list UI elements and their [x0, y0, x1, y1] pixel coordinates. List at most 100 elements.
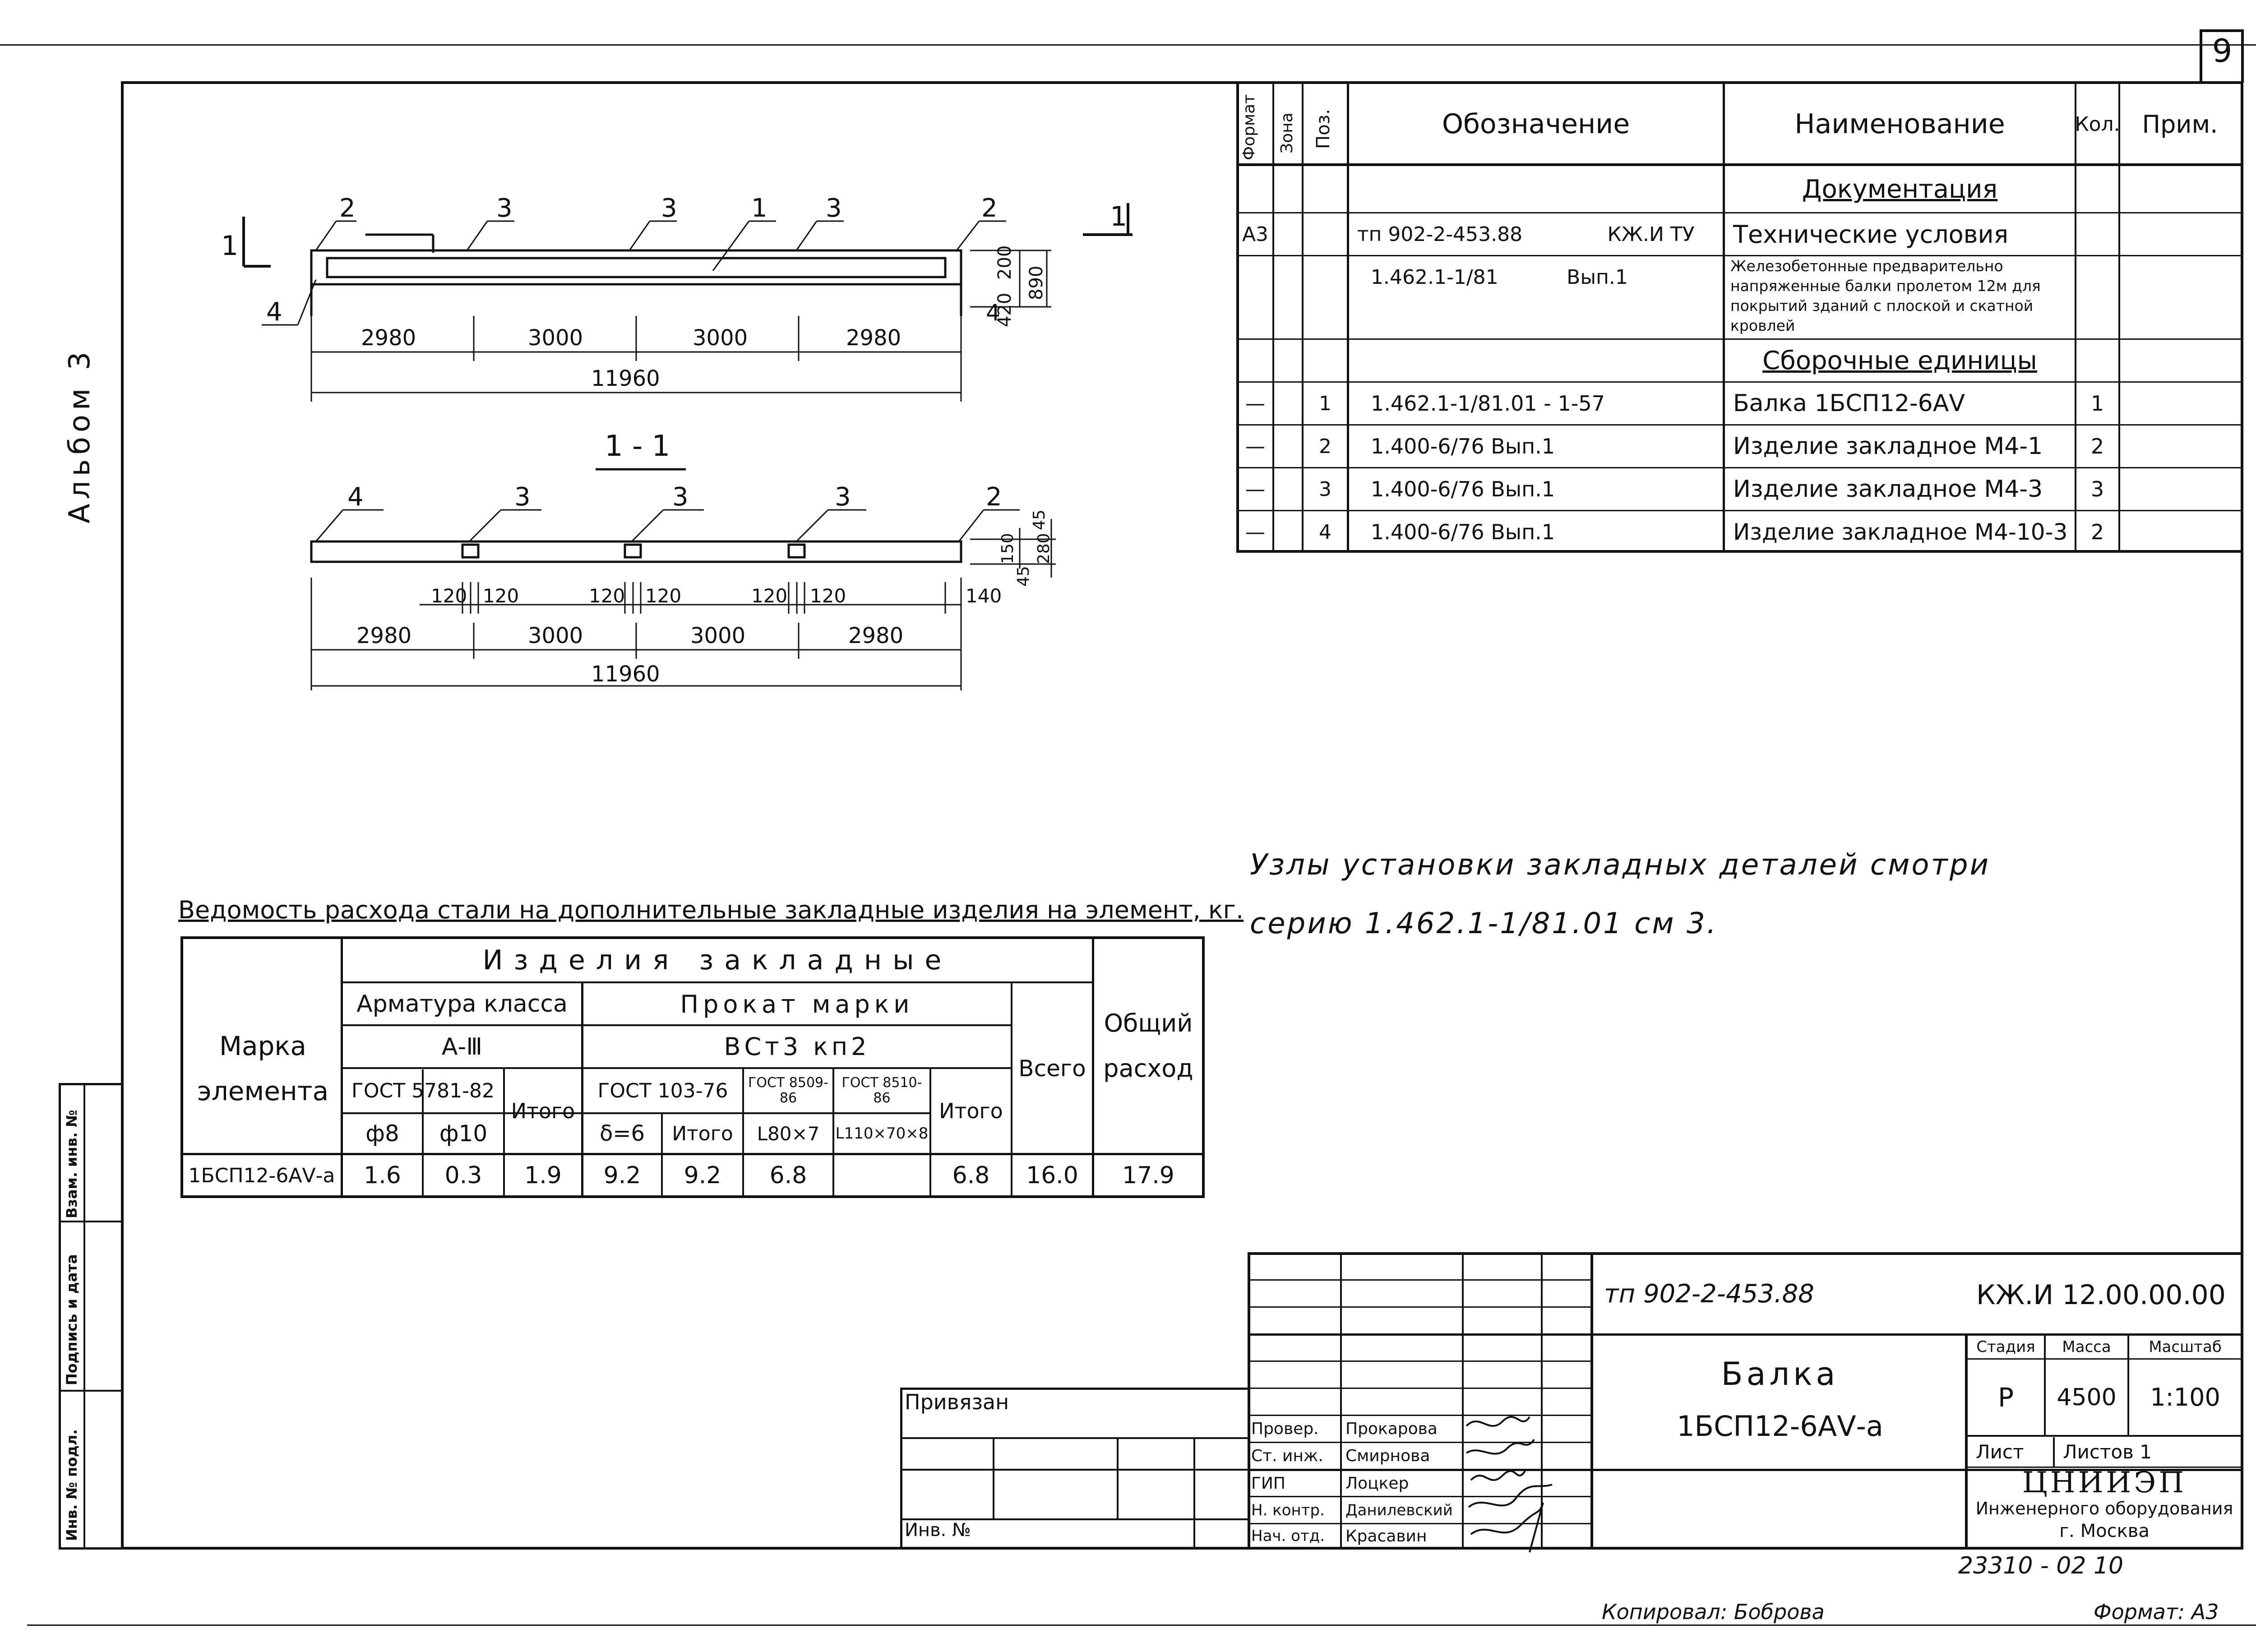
steel-row-l80: 6.8 [769, 1162, 807, 1189]
section-callout-3c: 3 [835, 482, 851, 512]
tb-sheet: Лист [1976, 1440, 2024, 1463]
spec-vline-5 [2075, 81, 2076, 553]
tb-title-1: Балка [1721, 1356, 1839, 1393]
spec-vline-2 [1302, 81, 1304, 553]
tb-h-5 [1248, 1388, 1593, 1389]
section-height-dim-150: 150 [999, 533, 1017, 564]
tb-name-3: Лоцкер [1345, 1474, 1409, 1493]
frame-left [121, 81, 124, 1549]
top-callout-4a: 4 [266, 297, 282, 327]
steel-row-itogo2: 6.8 [952, 1162, 990, 1189]
tb-h-4 [1248, 1360, 1593, 1362]
steel-h-gost1: ГОСТ 5781-82 [351, 1079, 495, 1102]
privyazan-h1 [900, 1437, 1248, 1439]
steel-v-phi10 [503, 1069, 505, 1198]
top-callout-2b: 2 [981, 194, 998, 223]
tb-h-7 [1248, 1442, 1593, 1443]
steel-h-gost4: ГОСТ 8510-86 [841, 1075, 922, 1106]
top-height-dim-890: 890 [1026, 266, 1047, 300]
spec-doc2-name: Железобетонные предварительно напряженны… [1730, 257, 2041, 334]
side-stamp-sign: Подпись и дата [63, 1254, 80, 1385]
steel-v-total [1011, 981, 1012, 1198]
section-mark-left-label: 1 [221, 230, 238, 262]
spec-row1-format: — [1245, 392, 1265, 415]
beam-drawings: 1 2 3 3 1 3 2 4 4 2980 3000 3000 2980 [221, 194, 1056, 690]
privyazan-v3 [1193, 1437, 1195, 1549]
spec-hline-7 [1236, 510, 2242, 511]
spec-h-designation: Обозначение [1442, 108, 1630, 140]
section-height-dim-280: 280 [1035, 533, 1053, 564]
steel-v-rebar-rolled [581, 981, 583, 1198]
steel-h-mark: Марка элемента [197, 1030, 329, 1106]
tb-sheets: Листов 1 [2063, 1440, 2152, 1463]
tb-v-name [1462, 1252, 1464, 1549]
steel-v-l80 [832, 1067, 834, 1198]
tb-doc-number: 23310 - 02 10 [1958, 1552, 2124, 1579]
tb-scale: 1:100 [2150, 1383, 2220, 1411]
section-small-dim-3: 120 [589, 585, 625, 607]
section-height-dim-45a: 45 [1030, 509, 1049, 530]
steel-row-itogo1: 1.9 [524, 1162, 562, 1189]
inv-label: Инв. № [905, 1520, 971, 1541]
steel-h-5 [583, 1112, 929, 1114]
steel-h-6 [180, 1153, 1205, 1155]
spec-hline-3 [1236, 338, 2242, 340]
spec-doc2-designation2: Вып.1 [1567, 265, 1628, 289]
tb-org-3: г. Москва [2059, 1520, 2150, 1541]
top-dim-lines [310, 316, 962, 402]
steel-sub-phi10: ф10 [439, 1120, 488, 1147]
spec-vline-1 [1272, 81, 1274, 553]
section-callout-leaders [315, 509, 1020, 542]
side-stamp-divider [83, 1083, 85, 1550]
spec-hline-6 [1236, 467, 2242, 468]
steel-v-s6 [661, 1112, 663, 1198]
signatures [1465, 1416, 1553, 1553]
privyazan-v1 [993, 1437, 994, 1518]
privyazan-v2 [1117, 1437, 1119, 1518]
top-height-dim-420: 420 [994, 293, 1015, 327]
section-small-dim-5: 120 [751, 585, 787, 607]
spec-row1-name: Балка 1БСП12-6АⅤ [1733, 390, 1965, 417]
steel-sub-phi8: ф8 [365, 1120, 399, 1147]
tb-h-3 [1248, 1333, 2243, 1336]
steel-v-rebar-sub [503, 1067, 505, 1072]
spec-section-docs: Документация [1802, 174, 1998, 204]
tb-v-mass [2044, 1333, 2046, 1435]
spec-doc-designation2: КЖ.И ТУ [1607, 222, 1695, 246]
note-line-1: Узлы установки закладных деталей смотри [1250, 848, 1991, 882]
section-callout-4: 4 [347, 482, 364, 512]
section-small-dim-7: 140 [966, 585, 1002, 607]
tb-h-1 [1248, 1279, 1593, 1281]
spec-h-pos: Поз. [1313, 109, 1334, 149]
top-dim-1: 2980 [361, 325, 416, 351]
tb-role-4: Н. контр. [1251, 1501, 1325, 1519]
spec-row2-pos: 2 [1319, 435, 1331, 458]
steel-h-4 [341, 1112, 584, 1114]
steel-row-phi10: 0.3 [444, 1162, 482, 1189]
spec-row2-name: Изделие закладное М4-1 [1733, 433, 2043, 460]
steel-row-overall: 17.9 [1122, 1162, 1174, 1189]
section-callout-3b: 3 [672, 482, 689, 512]
steel-h-rolled: Прокат марки [680, 990, 914, 1018]
frame-top [122, 81, 2242, 84]
top-height-dim-200: 200 [994, 245, 1015, 280]
title-block [1248, 1252, 2243, 1549]
tb-v-scale [2127, 1333, 2129, 1435]
tb-v-right [1965, 1333, 1968, 1549]
steel-h-rolled-grade: ВСт3 кп2 [724, 1032, 870, 1061]
section-small-dim-6: 120 [810, 585, 846, 607]
tb-h-2 [1248, 1306, 1593, 1308]
tb-role-5: Нач. отд. [1251, 1527, 1325, 1545]
steel-table [180, 936, 1205, 1198]
outer-top-line [0, 44, 2256, 46]
steel-h-gost2: ГОСТ 103-76 [597, 1079, 728, 1102]
note-line-2: серию 1.462.1-1/81.01 см 3. [1250, 907, 1718, 940]
spec-row3-name: Изделие закладное М4-3 [1733, 476, 2043, 503]
tb-h-sheet [1965, 1435, 2243, 1437]
tb-h-6 [1248, 1415, 1593, 1416]
spec-doc2-designation: 1.462.1-1/81 [1371, 265, 1498, 289]
tb-title-2: 1БСП12-6АⅤ-а [1677, 1409, 1883, 1443]
spec-vline-3 [1347, 81, 1349, 553]
tb-h-stage [1965, 1358, 2243, 1360]
steel-table-title: Ведомость расхода стали на дополнительны… [178, 896, 1244, 924]
